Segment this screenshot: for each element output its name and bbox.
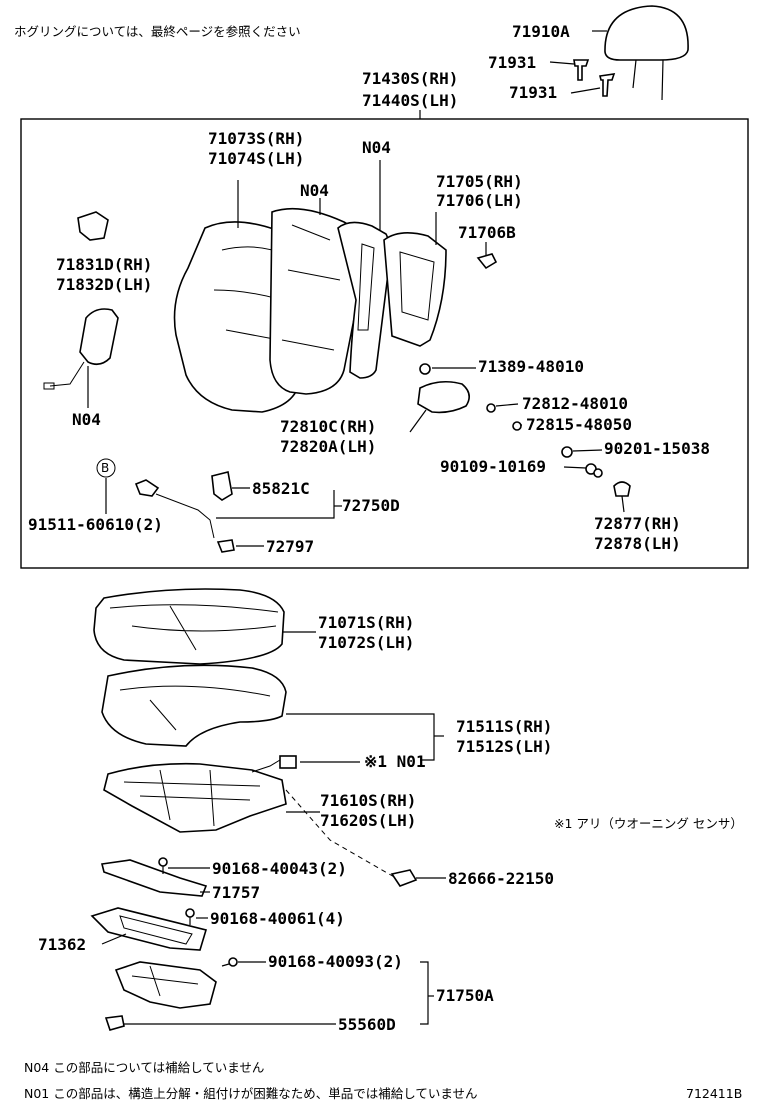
label-71362: 71362 (38, 935, 86, 954)
side-cover-part (77, 211, 109, 241)
label-n01: ※1 N01 (364, 752, 426, 771)
label-72877: 72877(RH) (594, 514, 681, 533)
label-71389: 71389-48010 (478, 357, 584, 376)
label-72797: 72797 (266, 537, 314, 556)
label-71074S: 71074S(LH) (208, 149, 304, 168)
label-71610S: 71610S(RH) (320, 791, 416, 810)
armrest-part (417, 380, 470, 414)
bushing-72812-part (486, 403, 496, 413)
dashed-link (285, 789, 397, 879)
leader-71362 (101, 933, 127, 945)
washer-72815-part (512, 421, 522, 431)
label-71832D: 71832D(LH) (56, 275, 152, 294)
seatback-assembly-frame (20, 118, 749, 569)
label-71072S: 71072S(LH) (318, 633, 414, 652)
label-71757: 71757 (212, 883, 260, 902)
washer-90201-part (561, 446, 573, 458)
cap-71389-part (419, 363, 431, 375)
label-71620S: 71620S(LH) (320, 811, 416, 830)
seatback-frame-part (337, 221, 390, 379)
label-71430S: 71430S(RH) (362, 69, 458, 88)
label-90168-40043: 90168-40043(2) (212, 859, 347, 878)
seat-frame-part (103, 755, 297, 833)
label-90168-40093: 90168-40093(2) (268, 952, 403, 971)
leader-72877 (621, 495, 625, 513)
seat-cushion-cover-part (93, 588, 285, 665)
leader-71931b (570, 87, 601, 94)
label-90168-40061: 90168-40061(4) (210, 909, 345, 928)
recliner-cable-part (134, 471, 235, 553)
label-71511S: 71511S(RH) (456, 717, 552, 736)
label-71706B: 71706B (458, 223, 516, 242)
leader-90201 (572, 449, 603, 452)
screw-90168-61-part (185, 908, 195, 925)
label-72815: 72815-48050 (526, 415, 632, 434)
leader-72810C (409, 409, 427, 433)
bracket-71511S (286, 713, 435, 761)
seatback-pad-part (269, 207, 366, 395)
label-72812: 72812-48010 (522, 394, 628, 413)
seatback-board-part (383, 232, 447, 347)
footer-note-n01: N01 この部品は、構造上分解・組付けが困難なため、単品では補給していません (24, 1086, 477, 1101)
headrest-part (604, 5, 689, 101)
label-71910A: 71910A (512, 22, 570, 41)
side-airbag-part (43, 308, 119, 390)
label-n04-top: N04 (362, 138, 391, 157)
callout-b: B (96, 458, 116, 478)
screw-90168-93-part (221, 957, 238, 967)
header-note: ホグリングについては、最終ページを参照ください (14, 24, 301, 39)
bin-71750A-part (114, 961, 217, 1009)
label-71073S: 71073S(RH) (208, 129, 304, 148)
label-82666: 82666-22150 (448, 869, 554, 888)
label-90201: 90201-15038 (604, 439, 710, 458)
label-71440S: 71440S(LH) (362, 91, 458, 110)
label-90109: 90109-10169 (440, 457, 546, 476)
label-72750D: 72750D (342, 496, 400, 515)
label-71705: 71705(RH) (436, 172, 523, 191)
clip-55560D-part (104, 1015, 125, 1031)
bracket-71750A (420, 961, 429, 1025)
figure-code: 712411B (686, 1086, 742, 1101)
sensor-note: ※1 アリ（ウオーニング センサ） (554, 816, 743, 831)
label-n04-mid: N04 (300, 181, 329, 200)
label-72820A: 72820A(LH) (280, 437, 376, 456)
seat-cushion-pad-part (101, 664, 287, 747)
label-71071S: 71071S(RH) (318, 613, 414, 632)
leader-90109 (563, 466, 587, 469)
clip-71706B-part (476, 253, 498, 270)
leader-71931a (549, 61, 575, 65)
screw-90168-43-part (158, 857, 168, 874)
sensor-82666-part (390, 869, 418, 887)
label-71750A: 71750A (436, 986, 494, 1005)
label-71931-lower: 71931 (509, 83, 557, 102)
cover-71757-part (101, 859, 208, 897)
footer-note-n04: N04 この部品については補給していません (24, 1060, 264, 1075)
bolt-90109-part (585, 463, 603, 478)
label-71512S: 71512S(LH) (456, 737, 552, 756)
bracket-72750D (216, 490, 335, 519)
label-71831D: 71831D(RH) (56, 255, 152, 274)
label-71706: 71706(LH) (436, 191, 523, 210)
label-71931-upper: 71931 (488, 53, 536, 72)
headrest-guide-part (573, 59, 616, 97)
label-n04-left: N04 (72, 410, 101, 429)
label-55560D: 55560D (338, 1015, 396, 1034)
label-72878: 72878(LH) (594, 534, 681, 553)
svg-text:B: B (101, 461, 109, 475)
leader-72812 (495, 403, 519, 407)
label-85821C: 85821C (252, 479, 310, 498)
label-72810C: 72810C(RH) (280, 417, 376, 436)
label-91511: 91511-60610(2) (28, 515, 163, 534)
cap-72877-part (613, 481, 631, 497)
tray-71362-part (90, 907, 208, 951)
